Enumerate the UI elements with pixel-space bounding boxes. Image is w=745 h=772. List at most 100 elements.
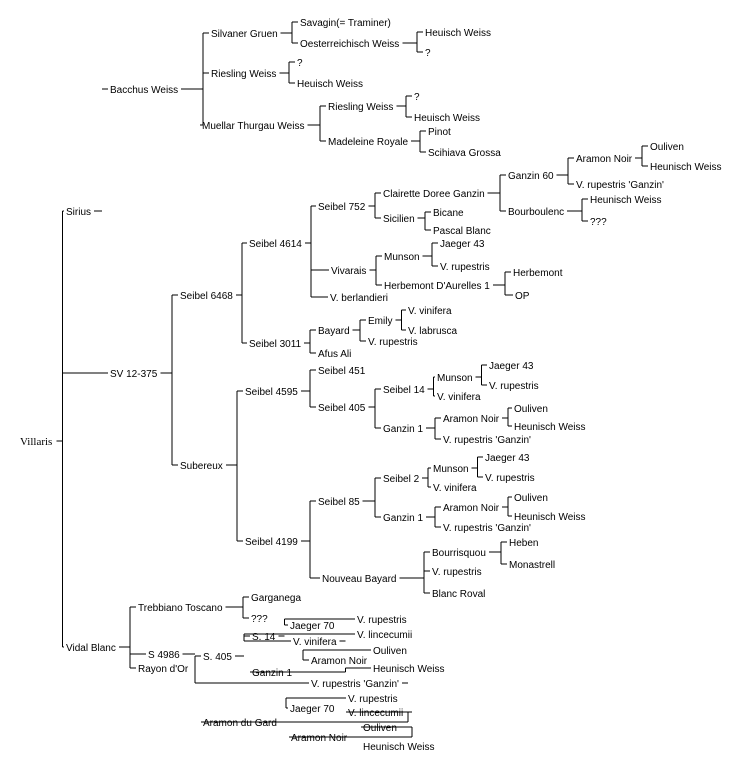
node-label: Riesling Weiss [211, 69, 276, 80]
node-label: Heben [509, 538, 538, 549]
node-label: V. rupestris [368, 337, 418, 348]
node-label: Afus Ali [318, 349, 351, 360]
node-label: Sirius [66, 207, 91, 218]
node-label: Blanc Roval [432, 589, 485, 600]
node-label: Bacchus Weiss [110, 85, 178, 96]
tree-labels: Villaris Sirius Bacchus Weiss Silvaner Grue… [20, 18, 722, 753]
node-label: Ouliven [514, 404, 548, 415]
node-label: Nouveau Bayard [322, 574, 397, 585]
node-label: Heuisch Weiss [297, 79, 363, 90]
node-label: Aramon Noir [443, 414, 500, 425]
node-label: Heunisch Weiss [373, 664, 445, 675]
node-label: Subereux [180, 461, 223, 472]
node-label: Ganzin 1 [252, 668, 292, 679]
node-label: Ouliven [514, 493, 548, 504]
node-label: V. rupestris [357, 615, 407, 626]
node-label: Seibel 405 [318, 403, 366, 414]
node-label: V. labrusca [408, 326, 458, 337]
node-label: Jaeger 43 [440, 239, 485, 250]
node-label: Emily [368, 316, 392, 327]
node-label: Garganega [251, 593, 301, 604]
node-label: V. lincecumii [357, 630, 412, 641]
node-label: V. vinifera [437, 392, 481, 403]
node-label: Heunisch Weiss [590, 195, 662, 206]
node-label: Ouliven [373, 646, 407, 657]
node-label: Ganzin 1 [383, 424, 423, 435]
node-label: Heunisch Weiss [514, 512, 586, 523]
node-label: Bourboulenc [508, 207, 564, 218]
node-label: V. rupestris 'Ganzin' [311, 679, 399, 690]
node-label: Seibel 4199 [245, 537, 298, 548]
node-label: SV 12-375 [110, 369, 158, 380]
node-label: Silvaner Gruen [211, 29, 278, 40]
node-label: Seibel 2 [383, 474, 420, 485]
node-label: V. lincecumii [348, 708, 403, 719]
node-label: Heunisch Weiss [650, 162, 722, 173]
node-label: Rayon d'Or [138, 664, 189, 675]
node-label: Vivarais [331, 266, 366, 277]
node-label: V. berlandieri [330, 293, 388, 304]
node-label: Ouliven [650, 142, 684, 153]
node-label: Aramon Noir [291, 733, 348, 744]
node-label: Ouliven [363, 723, 397, 734]
node-label: Heunisch Weiss [363, 742, 435, 753]
node-label: Clairette Doree Ganzin [383, 189, 485, 200]
node-label: Seibel 4595 [245, 387, 298, 398]
node-label: Bicane [433, 208, 464, 219]
node-label: Seibel 85 [318, 497, 360, 508]
node-label: Herbemont [513, 268, 563, 279]
node-label: ? [425, 48, 431, 59]
node-label: Jaeger 70 [290, 704, 335, 715]
node-label: Madeleine Royale [328, 137, 408, 148]
node-label: Munson [437, 373, 473, 384]
node-label: Bourrisquou [432, 548, 486, 559]
node-label: Aramon du Gard [203, 718, 277, 729]
node-label: S 4986 [148, 650, 180, 661]
node-label: Aramon Noir [576, 154, 633, 165]
node-label: Seibel 4614 [249, 239, 302, 250]
node-label: S. 14 [252, 632, 276, 643]
node-label: V. vinifera [293, 637, 337, 648]
node-label: V. rupestris [440, 262, 490, 273]
node-label: Scihiava Grossa [428, 148, 501, 159]
node-label: Pinot [428, 127, 451, 138]
node-label: Seibel 14 [383, 385, 425, 396]
node-label: V. rupestris [348, 694, 398, 705]
node-label: Oesterreichisch Weiss [300, 39, 399, 50]
node-label: V. vinifera [433, 483, 477, 494]
node-label: Seibel 451 [318, 366, 366, 377]
node-label: Munson [384, 252, 420, 263]
node-label: Ganzin 1 [383, 513, 423, 524]
node-label: Monastrell [509, 560, 555, 571]
node-label: Herbemont D'Aurelles 1 [384, 281, 490, 292]
node-label: Seibel 3011 [249, 339, 302, 350]
node-label: Jaeger 43 [489, 361, 534, 372]
node-label: OP [515, 291, 530, 302]
node-label: Trebbiano Toscano [138, 603, 223, 614]
node-label: Muellar Thurgau Weiss [202, 121, 304, 132]
node-label: Riesling Weiss [328, 102, 393, 113]
node-label: Seibel 752 [318, 202, 366, 213]
node-label: V. rupestris 'Ganzin' [576, 180, 664, 191]
node-label: V. rupestris [489, 381, 539, 392]
node-label: Aramon Noir [311, 656, 368, 667]
node-label: Heuisch Weiss [425, 28, 491, 39]
node-label: V. rupestris 'Ganzin' [443, 435, 531, 446]
node-label: Sicilien [383, 214, 415, 225]
node-label: V. vinifera [408, 306, 452, 317]
root-label: Villaris [20, 436, 52, 448]
node-label: Heunisch Weiss [514, 422, 586, 433]
node-label: V. rupestris [485, 473, 535, 484]
node-label: Munson [433, 464, 469, 475]
tree-connectors [56, 21, 648, 738]
node-label: V. rupestris [432, 567, 482, 578]
node-label: Vidal Blanc [66, 643, 116, 654]
node-label: ? [297, 58, 303, 69]
node-label: S. 405 [203, 652, 232, 663]
node-label: Pascal Blanc [433, 226, 491, 237]
node-label: Aramon Noir [443, 503, 500, 514]
node-label: ??? [590, 217, 607, 228]
node-label: Ganzin 60 [508, 171, 554, 182]
node-label: Heuisch Weiss [414, 113, 480, 124]
